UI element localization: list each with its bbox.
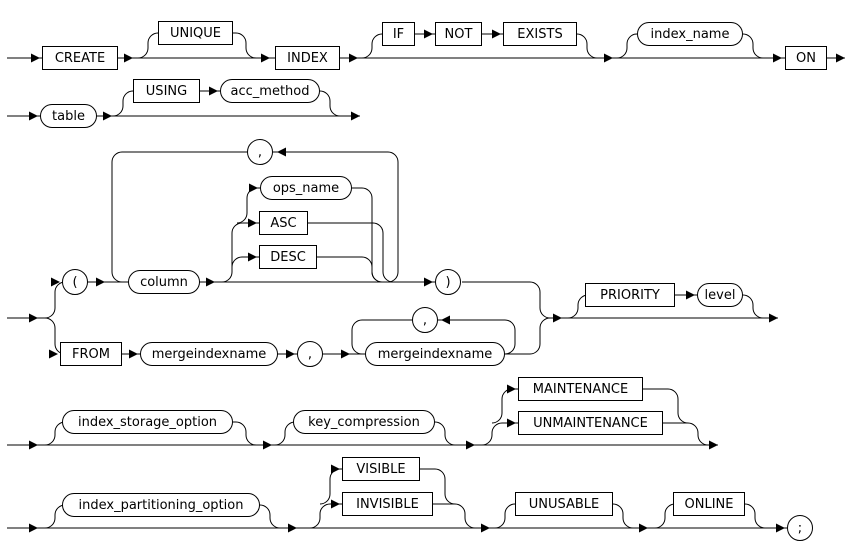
- terminal-not: NOT: [435, 22, 482, 46]
- terminal-if: IF: [382, 22, 415, 46]
- nonterminal-index-storage-option: index_storage_option: [62, 410, 233, 434]
- punctuation-open-paren: (: [62, 269, 88, 295]
- nonterminal-ops-name: ops_name: [260, 176, 352, 200]
- terminal-using: USING: [133, 79, 200, 103]
- punctuation-semicolon: ;: [787, 515, 813, 541]
- terminal-unusable: UNUSABLE: [515, 492, 613, 516]
- nonterminal-level: level: [697, 283, 743, 307]
- terminal-on: ON: [785, 46, 827, 70]
- terminal-create: CREATE: [42, 46, 118, 70]
- terminal-unmaintenance: UNMAINTENANCE: [518, 411, 663, 435]
- nonterminal-mergeindexname-1: mergeindexname: [140, 342, 278, 366]
- terminal-desc: DESC: [259, 245, 317, 269]
- terminal-priority: PRIORITY: [585, 283, 675, 307]
- nonterminal-index-name: index_name: [637, 22, 743, 46]
- terminal-visible: VISIBLE: [342, 457, 420, 481]
- nonterminal-acc-method: acc_method: [220, 79, 320, 103]
- terminal-index: INDEX: [275, 46, 340, 70]
- nonterminal-table: table: [40, 104, 97, 128]
- terminal-exists: EXISTS: [503, 22, 577, 46]
- nonterminal-key-compression: key_compression: [293, 410, 435, 434]
- punctuation-close-paren: ): [435, 269, 461, 295]
- terminal-asc: ASC: [259, 211, 308, 235]
- nonterminal-mergeindexname-2: mergeindexname: [365, 342, 505, 366]
- nonterminal-index-partitioning-option: index_partitioning_option: [62, 493, 260, 517]
- separator-comma-column-loop: ,: [247, 139, 273, 165]
- terminal-maintenance: MAINTENANCE: [518, 377, 643, 401]
- separator-comma-merge-loop: ,: [412, 307, 438, 333]
- terminal-from: FROM: [60, 342, 122, 366]
- separator-comma-list: ,: [297, 341, 323, 367]
- nonterminal-column: column: [128, 270, 200, 294]
- terminal-invisible: INVISIBLE: [342, 492, 433, 516]
- terminal-online: ONLINE: [673, 492, 745, 516]
- terminal-unique: UNIQUE: [158, 21, 233, 45]
